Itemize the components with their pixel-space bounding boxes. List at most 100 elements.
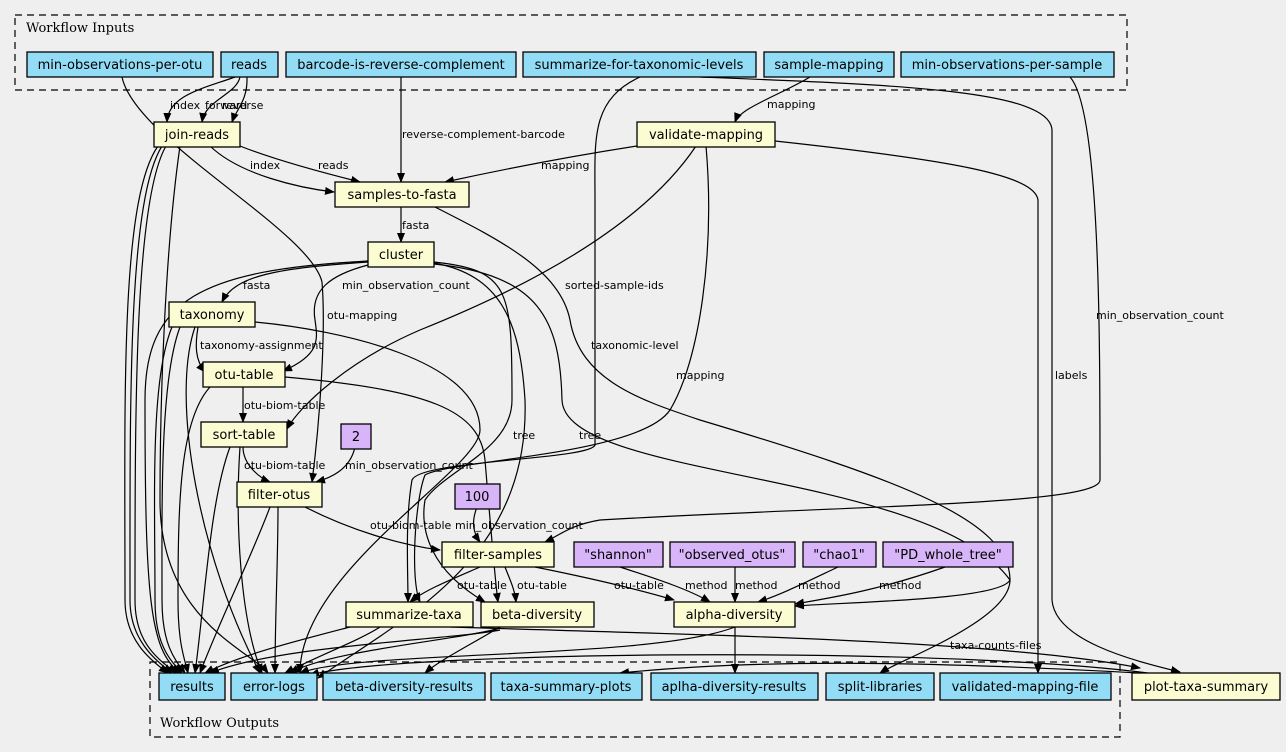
step-cluster[interactable]: cluster (367, 241, 435, 268)
step-taxonomy[interactable]: taxonomy (168, 301, 256, 328)
constant-chao1-label: "chao1" (813, 548, 865, 563)
step-samples-to-fasta[interactable]: samples-to-fasta (334, 181, 470, 208)
input-reads-label: reads (231, 58, 267, 73)
step-join-reads-label: join-reads (164, 128, 229, 143)
edge-label-labels: labels (1055, 369, 1088, 382)
edge-label-min-observation-count-2: min_observation_count (1096, 309, 1225, 322)
edge-label-otu-biom-table-2: otu-biom-table (244, 459, 326, 472)
edge-label-min-observation-count-1: min_observation_count (342, 279, 471, 292)
constant-hundred[interactable]: 100 (454, 483, 501, 510)
output-nodes: results error-logs beta-diversity-result… (158, 672, 1112, 701)
constant-observed-otus[interactable]: "observed_otus" (669, 541, 796, 568)
input-min-observations-per-otu-label: min-observations-per-otu (38, 58, 203, 73)
edge-label-index-1: index (170, 99, 201, 112)
workflow-outputs-cluster: Workflow Outputs (149, 661, 1121, 738)
step-samples-to-fasta-label: samples-to-fasta (347, 188, 456, 203)
input-min-observations-per-sample[interactable]: min-observations-per-sample (900, 51, 1115, 78)
input-barcode-is-reverse-complement[interactable]: barcode-is-reverse-complement (285, 51, 517, 78)
edge-label-fasta-2: fasta (243, 279, 270, 292)
step-summarize-taxa[interactable]: summarize-taxa (345, 601, 474, 628)
step-validate-mapping[interactable]: validate-mapping (636, 121, 776, 148)
constant-pd-whole-tree-label: "PD_whole_tree" (894, 548, 1001, 563)
step-sort-table-label: sort-table (213, 428, 276, 443)
edge-label-mapping-3: mapping (676, 369, 724, 382)
step-plot-taxa-summary-label: plot-taxa-summary (1144, 680, 1269, 695)
output-validated-mapping-file[interactable]: validated-mapping-file (939, 672, 1112, 701)
edge-label-sorted-sample-ids: sorted-sample-ids (565, 279, 664, 292)
output-validated-mapping-file-label: validated-mapping-file (952, 680, 1099, 695)
edge-label-otu-mapping: otu-mapping (327, 309, 397, 322)
constant-observed-otus-label: "observed_otus" (679, 548, 786, 563)
output-taxa-summary-plots[interactable]: taxa-summary-plots (490, 672, 643, 701)
edge-label-otu-table-1: otu-table (457, 579, 507, 592)
output-results-label: results (170, 680, 214, 695)
edge-label-taxa-counts-files: taxa-counts-files (950, 639, 1042, 652)
edge-label-min-observation-count-4: min_observation_count (455, 519, 584, 532)
edge-label-method-2: method (735, 579, 777, 592)
constant-nodes: 2 100 "shannon" "observed_otus" "chao1" … (340, 423, 1014, 568)
output-aplha-diversity-results[interactable]: aplha-diversity-results (650, 672, 819, 701)
edge-label-reverse-complement-barcode: reverse-complement-barcode (402, 128, 565, 141)
step-filter-samples-label: filter-samples (454, 548, 542, 563)
step-plot-taxa-summary[interactable]: plot-taxa-summary (1131, 672, 1281, 701)
input-barcode-is-reverse-complement-label: barcode-is-reverse-complement (297, 58, 505, 73)
step-otu-table-label: otu-table (215, 368, 274, 383)
constant-shannon[interactable]: "shannon" (573, 541, 664, 568)
output-error-logs[interactable]: error-logs (230, 672, 318, 701)
edge-label-method-1: method (685, 579, 727, 592)
step-cluster-label: cluster (379, 248, 424, 263)
step-filter-otus-label: filter-otus (248, 488, 311, 503)
constant-two[interactable]: 2 (340, 423, 372, 450)
edge-label-taxonomy-assignment: taxonomy-assignment (200, 339, 323, 352)
workflow-inputs-cluster: Workflow Inputs (14, 14, 1128, 91)
input-min-observations-per-sample-label: min-observations-per-sample (912, 58, 1103, 73)
constant-two-label: 2 (352, 430, 360, 445)
input-min-observations-per-otu[interactable]: min-observations-per-otu (26, 51, 214, 78)
step-taxonomy-label: taxonomy (180, 308, 245, 323)
output-beta-diversity-results-label: beta-diversity-results (335, 680, 473, 695)
constant-hundred-label: 100 (465, 490, 490, 505)
edge-label-mapping-1: mapping (767, 98, 815, 111)
step-alpha-diversity-label: alpha-diversity (686, 608, 783, 623)
edge-label-method-3: method (798, 579, 840, 592)
output-split-libraries[interactable]: split-libraries (825, 672, 935, 701)
edge-label-tree-1: tree (513, 429, 535, 442)
constant-chao1[interactable]: "chao1" (802, 541, 877, 568)
step-alpha-diversity[interactable]: alpha-diversity (673, 601, 796, 628)
step-filter-otus[interactable]: filter-otus (236, 481, 323, 508)
step-sort-table[interactable]: sort-table (200, 421, 288, 448)
edge-label-tree-2: tree (579, 429, 601, 442)
constant-shannon-label: "shannon" (584, 548, 652, 563)
input-nodes: min-observations-per-otu reads barcode-i… (26, 51, 1115, 78)
constant-pd-whole-tree[interactable]: "PD_whole_tree" (882, 541, 1014, 568)
edge-label-forward: forward (205, 99, 247, 112)
output-beta-diversity-results[interactable]: beta-diversity-results (322, 672, 486, 701)
workflow-outputs-title: Workflow Outputs (160, 716, 279, 731)
edge-label-otu-table-3: otu-table (614, 579, 664, 592)
workflow-inputs-title: Workflow Inputs (26, 21, 134, 36)
input-sample-mapping-label: sample-mapping (774, 58, 883, 73)
step-beta-diversity[interactable]: beta-diversity (480, 601, 595, 628)
output-aplha-diversity-results-label: aplha-diversity-results (662, 680, 807, 695)
edge-label-reverse: reverse (222, 99, 264, 112)
edge-labels: index forward reverse mapping reverse-co… (170, 98, 1225, 652)
step-beta-diversity-label: beta-diversity (492, 608, 582, 623)
step-join-reads[interactable]: join-reads (153, 121, 241, 148)
input-reads[interactable]: reads (220, 51, 279, 78)
edges (121, 76, 1181, 679)
edge-label-reads: reads (318, 159, 349, 172)
step-summarize-taxa-label: summarize-taxa (356, 608, 462, 623)
input-summarize-for-taxonomic-levels-label: summarize-for-taxonomic-levels (535, 58, 744, 73)
edge-label-method-4: method (879, 579, 921, 592)
edge-label-fasta-1: fasta (402, 219, 429, 232)
step-filter-samples[interactable]: filter-samples (441, 541, 555, 568)
input-sample-mapping[interactable]: sample-mapping (763, 51, 895, 78)
input-summarize-for-taxonomic-levels[interactable]: summarize-for-taxonomic-levels (522, 51, 757, 78)
step-otu-table[interactable]: otu-table (202, 361, 286, 388)
edge-label-taxonomic-level: taxonomic-level (591, 339, 679, 352)
edge-label-index-2: index (250, 159, 281, 172)
edge-label-mapping-2: mapping (541, 159, 589, 172)
output-results[interactable]: results (158, 672, 226, 701)
output-taxa-summary-plots-label: taxa-summary-plots (501, 680, 632, 695)
